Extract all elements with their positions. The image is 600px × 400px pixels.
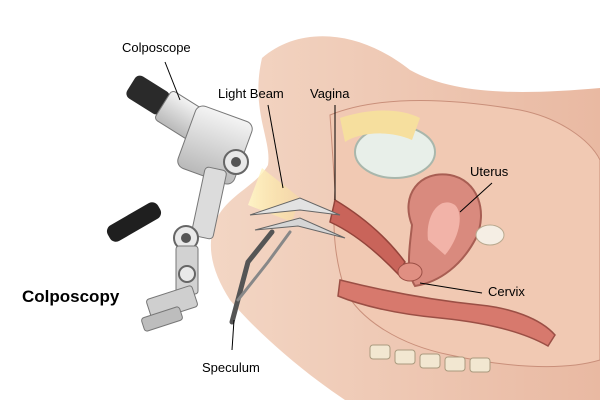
label-vagina: Vagina xyxy=(310,86,350,101)
label-colposcope: Colposcope xyxy=(122,40,191,55)
leader-lines xyxy=(164,61,493,351)
label-cervix: Cervix xyxy=(488,284,525,299)
label-uterus: Uterus xyxy=(470,164,509,179)
pubic-tissue xyxy=(340,110,420,142)
rectum xyxy=(337,279,556,348)
cervix xyxy=(397,262,423,282)
label-light-beam: Light Beam xyxy=(218,86,284,101)
colposcope xyxy=(106,75,253,332)
spine xyxy=(369,344,491,373)
uterine-cavity xyxy=(427,202,460,255)
diagram-title: Colposcopy xyxy=(22,287,120,306)
ovary xyxy=(475,224,505,246)
speculum xyxy=(229,197,346,325)
label-speculum: Speculum xyxy=(202,360,260,375)
